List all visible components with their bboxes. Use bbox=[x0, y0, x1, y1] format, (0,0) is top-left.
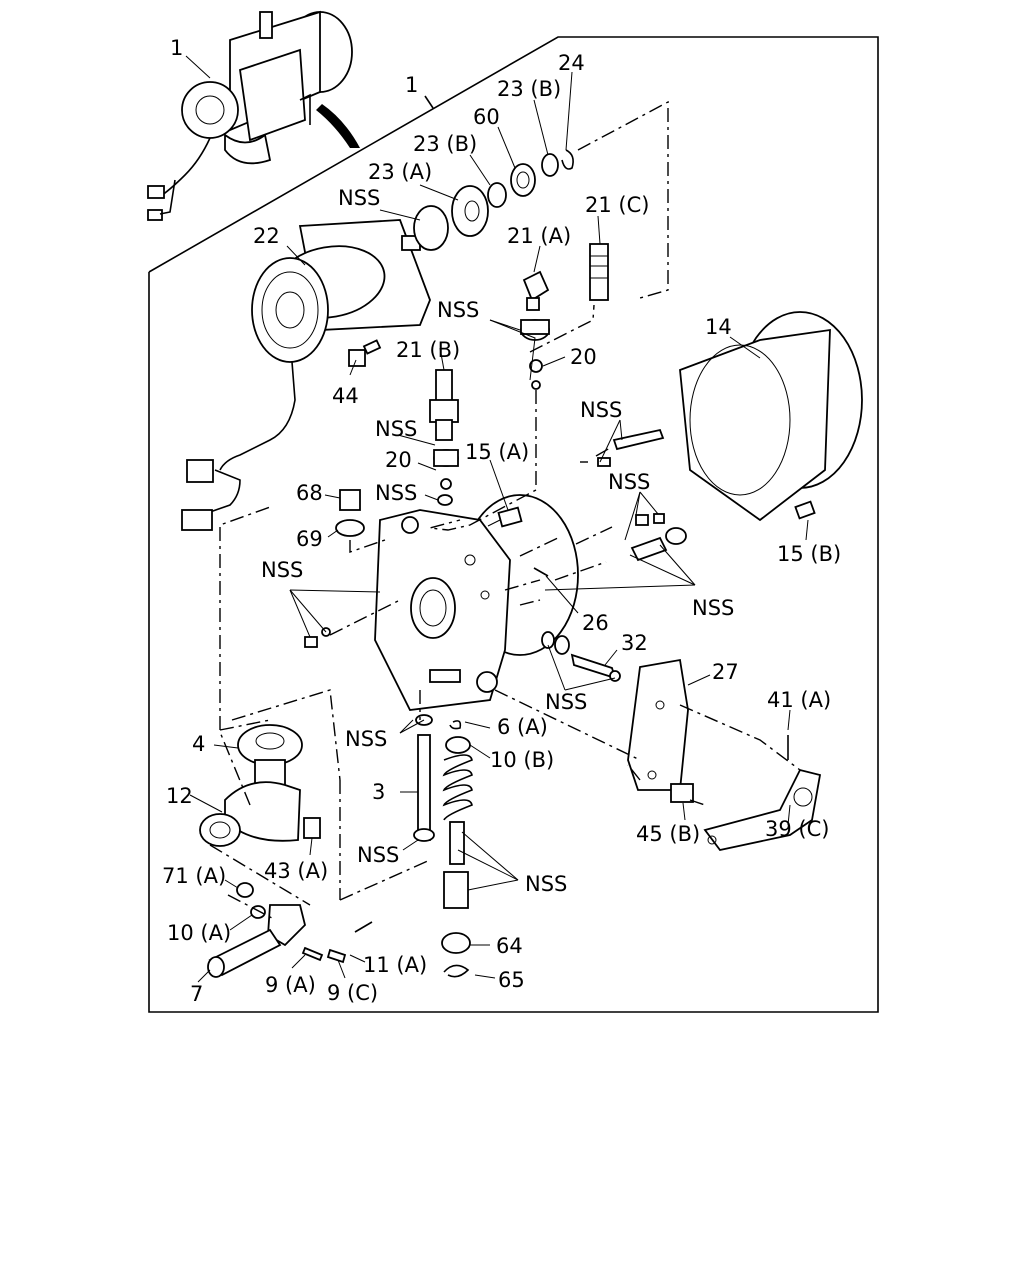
label-9a: 9 (A) bbox=[265, 973, 316, 997]
bolt-15b bbox=[794, 500, 816, 520]
leader-lines bbox=[185, 55, 809, 983]
label-64: 64 bbox=[496, 934, 523, 958]
label-nss-left: NSS bbox=[261, 558, 303, 582]
bracket-27 bbox=[627, 658, 689, 791]
label-4: 4 bbox=[192, 732, 205, 756]
label-11a: 11 (A) bbox=[363, 953, 427, 977]
label-32: 32 bbox=[621, 631, 648, 655]
label-24: 24 bbox=[558, 51, 585, 75]
label-nss-32: NSS bbox=[545, 690, 587, 714]
label-20-mid: 20 bbox=[385, 448, 412, 472]
nut-and-20 bbox=[520, 319, 550, 390]
label-14: 14 bbox=[705, 315, 732, 339]
fitting-21c bbox=[589, 243, 609, 301]
label-nss-washer: NSS bbox=[375, 481, 417, 505]
label-39c: 39 (C) bbox=[765, 817, 829, 841]
label-21a: 21 (A) bbox=[507, 224, 571, 248]
label-9c: 9 (C) bbox=[327, 981, 378, 1005]
label-1-top: 1 bbox=[170, 36, 183, 60]
pins-left bbox=[304, 627, 331, 648]
motor-part-22 bbox=[181, 219, 431, 531]
label-15a: 15 (A) bbox=[465, 440, 529, 464]
pins-right bbox=[597, 428, 687, 562]
lower-lever-assembly bbox=[207, 882, 373, 978]
label-44: 44 bbox=[332, 384, 359, 408]
label-26: 26 bbox=[582, 611, 609, 635]
bolt-part-44 bbox=[348, 339, 382, 367]
fitting-21b bbox=[429, 369, 459, 441]
label-12: 12 bbox=[166, 784, 193, 808]
label-15b: 15 (B) bbox=[777, 542, 841, 566]
spring-stack bbox=[441, 720, 473, 978]
rod-part-3 bbox=[413, 714, 435, 842]
seal-and-washers bbox=[413, 149, 574, 251]
label-27: 27 bbox=[712, 660, 739, 684]
label-nss-nut: NSS bbox=[437, 298, 479, 322]
elbow-part-12 bbox=[199, 781, 301, 847]
label-20-top: 20 bbox=[570, 345, 597, 369]
callout-labels: 1 1 24 23 (B) 60 23 (B) 23 (A) NSS 21 (C… bbox=[162, 36, 841, 1006]
label-68: 68 bbox=[296, 481, 323, 505]
label-nss-seal: NSS bbox=[338, 186, 380, 210]
label-60: 60 bbox=[473, 105, 500, 129]
label-41a: 41 (A) bbox=[767, 688, 831, 712]
shaft-32 bbox=[541, 631, 621, 682]
bolt-15a bbox=[487, 506, 523, 528]
label-10b: 10 (B) bbox=[490, 748, 554, 772]
label-69: 69 bbox=[296, 527, 323, 551]
label-6a: 6 (A) bbox=[497, 715, 548, 739]
pin-26 bbox=[533, 567, 549, 577]
bolt-45b bbox=[670, 783, 694, 803]
label-nss-3: NSS bbox=[357, 843, 399, 867]
label-45b: 45 (B) bbox=[636, 822, 700, 846]
bolt-43a bbox=[303, 817, 321, 839]
label-10a: 10 (A) bbox=[167, 921, 231, 945]
label-nss-spring: NSS bbox=[525, 872, 567, 896]
label-nss-pins-right: NSS bbox=[608, 470, 650, 494]
label-23b-lower: 23 (B) bbox=[413, 132, 477, 156]
label-1-assy: 1 bbox=[405, 73, 418, 97]
label-23b-upper: 23 (B) bbox=[497, 77, 561, 101]
lever-39c bbox=[703, 735, 822, 852]
label-65: 65 bbox=[498, 968, 525, 992]
cover-part-14 bbox=[679, 311, 863, 522]
assembly-lines bbox=[209, 100, 801, 919]
fitting-21a bbox=[522, 270, 550, 311]
assembly-frame bbox=[148, 36, 879, 1013]
label-7: 7 bbox=[190, 982, 203, 1006]
label-23a: 23 (A) bbox=[368, 160, 432, 184]
label-43a: 43 (A) bbox=[264, 859, 328, 883]
label-71a: 71 (A) bbox=[162, 864, 226, 888]
label-nss-right: NSS bbox=[692, 596, 734, 620]
label-nss-21b: NSS bbox=[375, 417, 417, 441]
nss-ring-and-nut-20 bbox=[433, 449, 459, 506]
label-21c: 21 (C) bbox=[585, 193, 649, 217]
label-22: 22 bbox=[253, 224, 280, 248]
plug-68-washer-69 bbox=[335, 489, 365, 537]
label-nss-pins-top: NSS bbox=[580, 398, 622, 422]
pump-body bbox=[374, 494, 579, 711]
label-nss-4: NSS bbox=[345, 727, 387, 751]
flange-part-4 bbox=[237, 724, 303, 787]
label-3: 3 bbox=[372, 780, 385, 804]
complete-pump-assembly bbox=[147, 10, 360, 221]
label-21b: 21 (B) bbox=[396, 338, 460, 362]
